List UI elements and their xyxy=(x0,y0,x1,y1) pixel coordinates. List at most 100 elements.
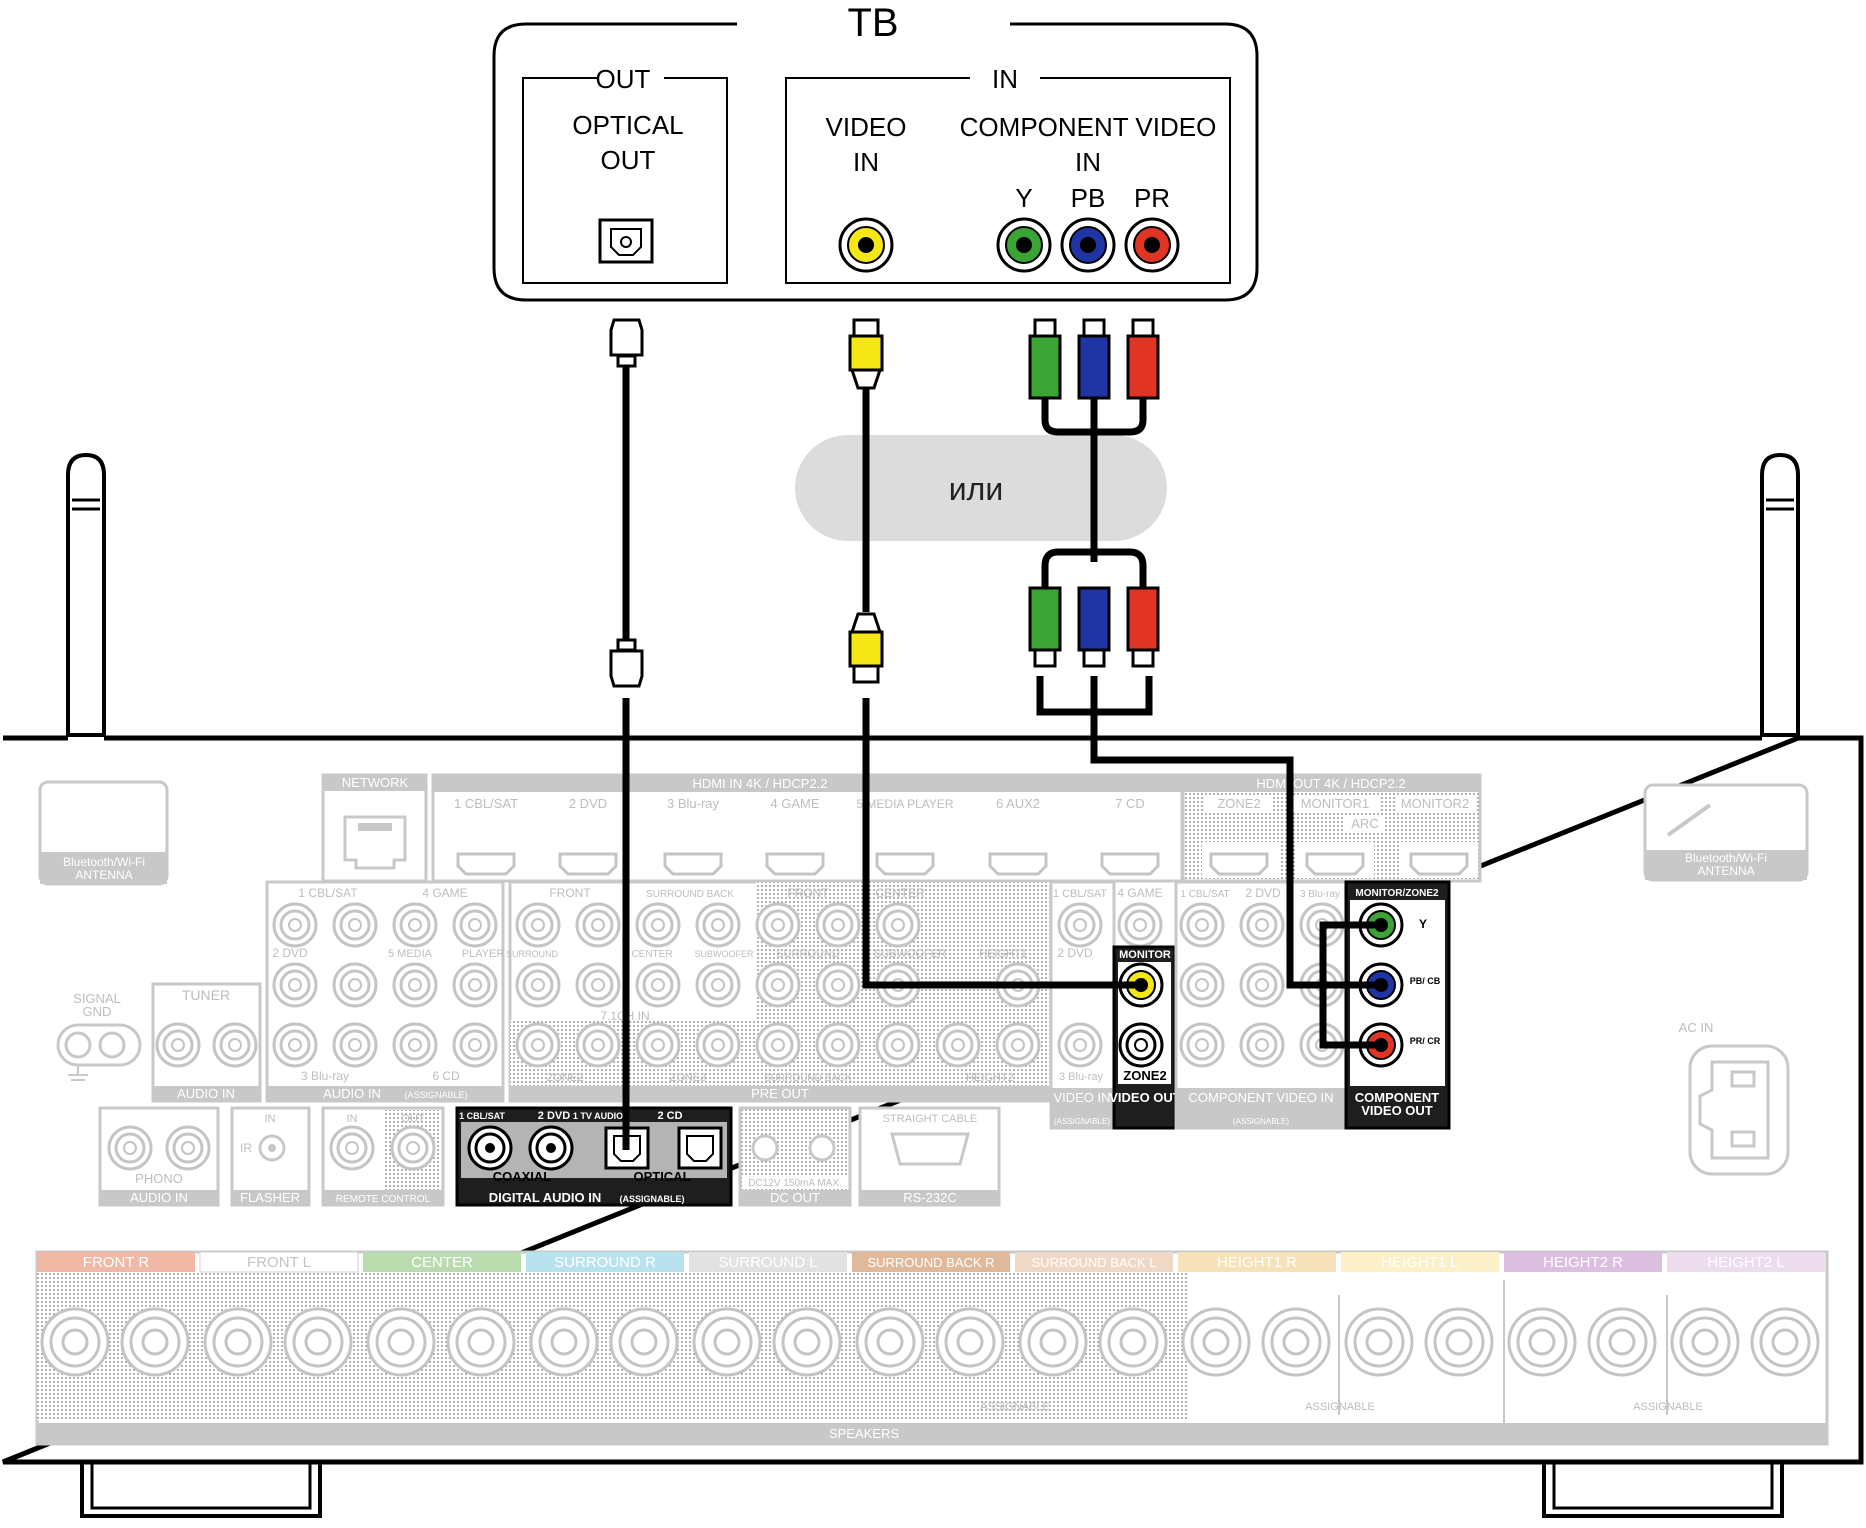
digital-coax-1-jack[interactable] xyxy=(467,1125,513,1171)
pre-out-jack[interactable] xyxy=(815,962,861,1008)
hdmi-in-2-port[interactable] xyxy=(558,852,618,876)
audio-in-jack[interactable] xyxy=(452,1022,498,1068)
hdmi-in-4-port[interactable] xyxy=(765,852,825,876)
speaker-terminal[interactable] xyxy=(1424,1307,1494,1377)
pre-out-jack[interactable] xyxy=(635,962,681,1008)
audio-in-jack[interactable] xyxy=(332,1022,378,1068)
network-port[interactable]: NETWORK xyxy=(321,773,428,883)
dc-out-jack[interactable] xyxy=(751,1134,779,1162)
audio-in-jack[interactable] xyxy=(332,902,378,948)
audio-in-jack[interactable] xyxy=(272,902,318,948)
speaker-terminal[interactable] xyxy=(446,1307,516,1377)
hdmi-out-monitor1-port[interactable] xyxy=(1305,852,1365,876)
digital-optical-2-port[interactable] xyxy=(677,1126,723,1170)
speaker-terminal[interactable] xyxy=(283,1307,353,1377)
speaker-terminal[interactable] xyxy=(1750,1307,1820,1377)
tv-optical-out-port[interactable] xyxy=(598,218,654,264)
component-in-jack[interactable] xyxy=(1239,962,1285,1008)
tv-component-pr-jack[interactable] xyxy=(1124,217,1180,273)
pre-out-jack[interactable] xyxy=(575,1022,621,1068)
pre-out-jack[interactable] xyxy=(575,902,621,948)
component-in-jack[interactable] xyxy=(1179,902,1225,948)
flasher-jack[interactable] xyxy=(258,1134,286,1162)
component-in-jack[interactable] xyxy=(1179,962,1225,1008)
speaker-terminal[interactable] xyxy=(855,1307,925,1377)
tv-component-pb-jack[interactable] xyxy=(1060,217,1116,273)
antenna-left[interactable] xyxy=(66,452,106,737)
pre-out-jack[interactable] xyxy=(515,1022,561,1068)
pre-out-jack[interactable] xyxy=(815,1022,861,1068)
speaker-terminal[interactable] xyxy=(1507,1307,1577,1377)
speaker-terminal[interactable] xyxy=(1587,1307,1657,1377)
pre-out-jack[interactable] xyxy=(815,902,861,948)
video-in-3-jack[interactable] xyxy=(1057,1022,1103,1068)
pre-out-jack[interactable] xyxy=(515,962,561,1008)
speaker-terminal[interactable] xyxy=(1098,1307,1168,1377)
speaker-terminal[interactable] xyxy=(529,1307,599,1377)
hdmi-out-zone2-port[interactable] xyxy=(1209,852,1269,876)
speaker-terminal[interactable] xyxy=(1261,1307,1331,1377)
signal-gnd[interactable]: SIGNAL GND xyxy=(56,991,142,1081)
speaker-terminal[interactable] xyxy=(1670,1307,1740,1377)
tv-video-in-jack[interactable] xyxy=(838,217,894,273)
pre-out-jack[interactable] xyxy=(755,1022,801,1068)
hdmi-out-monitor2-port[interactable] xyxy=(1409,852,1469,876)
video-out-zone2-jack[interactable] xyxy=(1118,1022,1164,1068)
remote-in-jack[interactable] xyxy=(329,1125,375,1171)
phono-l-jack[interactable] xyxy=(165,1125,211,1171)
component-in-jack[interactable] xyxy=(1179,1022,1225,1068)
pre-out-jack[interactable] xyxy=(695,962,741,1008)
hdmi-in-6-port[interactable] xyxy=(988,852,1048,876)
phono-r-jack[interactable] xyxy=(107,1125,153,1171)
speaker-terminal[interactable] xyxy=(1018,1307,1088,1377)
audio-in-jack[interactable] xyxy=(452,902,498,948)
audio-in-jack[interactable] xyxy=(332,962,378,1008)
audio-in-jack[interactable] xyxy=(392,962,438,1008)
speaker-terminal[interactable] xyxy=(692,1307,762,1377)
speaker-terminal[interactable] xyxy=(609,1307,679,1377)
pre-out-jack[interactable] xyxy=(575,962,621,1008)
component-in-jack[interactable] xyxy=(1239,1022,1285,1068)
rs232c-port[interactable] xyxy=(890,1132,970,1166)
remote-out-jack[interactable] xyxy=(390,1125,436,1171)
hdmi-in-7-port[interactable] xyxy=(1100,852,1160,876)
speaker-terminal[interactable] xyxy=(203,1307,273,1377)
speaker-terminal[interactable] xyxy=(40,1307,110,1377)
audio-in-jack[interactable] xyxy=(272,1022,318,1068)
dc-out-jack[interactable] xyxy=(808,1134,836,1162)
video-in-4-jack[interactable] xyxy=(1117,902,1163,948)
audio-in-jack[interactable] xyxy=(272,962,318,1008)
ac-inlet[interactable] xyxy=(1698,1060,1770,1160)
component-in-jack[interactable] xyxy=(1239,902,1285,948)
pre-out-jack[interactable] xyxy=(695,1022,741,1068)
hdmi-in-5-port[interactable] xyxy=(875,852,935,876)
tv-component-y-jack[interactable] xyxy=(996,217,1052,273)
hdmi-in-1-port[interactable] xyxy=(456,852,516,876)
antenna-right[interactable] xyxy=(1760,452,1800,737)
tuner-r-jack[interactable] xyxy=(155,1022,201,1068)
digital-coax-2-jack[interactable] xyxy=(528,1125,574,1171)
pre-out-jack[interactable] xyxy=(755,902,801,948)
speaker-terminal[interactable] xyxy=(935,1307,1005,1377)
pre-out-jack[interactable] xyxy=(695,902,741,948)
speaker-terminal[interactable] xyxy=(1181,1307,1251,1377)
pre-out-jack[interactable] xyxy=(635,902,681,948)
speaker-terminal[interactable] xyxy=(120,1307,190,1377)
video-in-1-jack[interactable] xyxy=(1057,902,1103,948)
pre-out-jack[interactable] xyxy=(875,1022,921,1068)
pre-out-jack[interactable] xyxy=(755,962,801,1008)
pre-out-jack[interactable] xyxy=(935,1022,981,1068)
audio-in-jack[interactable] xyxy=(392,1022,438,1068)
speaker-terminal[interactable] xyxy=(366,1307,436,1377)
speaker-terminal[interactable] xyxy=(772,1307,842,1377)
pre-out-jack[interactable] xyxy=(515,902,561,948)
hdmi-in-3-port[interactable] xyxy=(663,852,723,876)
video-in-1-label: 1 CBL/SAT xyxy=(1053,888,1107,900)
pre-out-jack[interactable] xyxy=(995,1022,1041,1068)
pre-out-jack[interactable] xyxy=(635,1022,681,1068)
pre-out-jack[interactable] xyxy=(875,902,921,948)
tuner-l-jack[interactable] xyxy=(212,1022,258,1068)
audio-in-jack[interactable] xyxy=(392,902,438,948)
speaker-terminal[interactable] xyxy=(1344,1307,1414,1377)
audio-in-jack[interactable] xyxy=(452,962,498,1008)
